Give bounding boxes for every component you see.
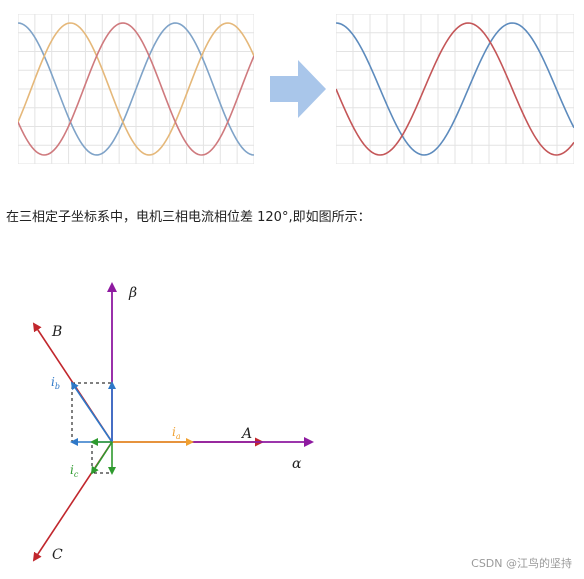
two-phase-waveform-plot bbox=[336, 14, 574, 164]
wave-line bbox=[336, 22, 574, 156]
right-arrow-shape bbox=[270, 60, 326, 118]
caption-text: 在三相定子坐标系中，电机三相电流相位差 120°,即如图所示： bbox=[6, 210, 371, 225]
wave-line bbox=[18, 22, 254, 156]
wave-line bbox=[336, 22, 574, 156]
watermark-text: CSDN @江鸟的坚持 bbox=[471, 557, 572, 570]
ia-label: ia bbox=[172, 425, 181, 441]
beta-label: β bbox=[128, 285, 137, 301]
phase-b-label: B bbox=[51, 324, 62, 340]
projection-guides bbox=[71, 382, 113, 474]
waveform-series bbox=[18, 22, 254, 156]
ib-label-main: i bbox=[51, 375, 55, 389]
ic-label-main: i bbox=[70, 463, 74, 477]
ib-label: ib bbox=[51, 375, 60, 391]
ic-label-sub: c bbox=[74, 470, 79, 479]
ib-label-sub: b bbox=[55, 382, 60, 391]
ia-label-main: i bbox=[172, 425, 176, 439]
ic-vector bbox=[90, 441, 113, 475]
vector-diagram: β α A B C ia ib ic bbox=[32, 282, 314, 563]
ia-label-sub: a bbox=[176, 432, 181, 441]
wave-line bbox=[18, 22, 254, 156]
ib-projection-box bbox=[71, 382, 113, 443]
three-phase-waveform-plot bbox=[18, 14, 254, 164]
right-arrow-icon bbox=[270, 60, 326, 118]
alpha-label: α bbox=[292, 456, 302, 472]
phase-a-label: A bbox=[240, 426, 252, 442]
ic-label: ic bbox=[70, 463, 79, 479]
phase-c-label: C bbox=[52, 547, 63, 563]
waveform-series bbox=[336, 22, 574, 156]
plot-grid bbox=[336, 14, 574, 164]
ib-vector bbox=[70, 381, 113, 443]
ic-projection-box bbox=[91, 441, 113, 474]
wave-line bbox=[18, 22, 254, 156]
